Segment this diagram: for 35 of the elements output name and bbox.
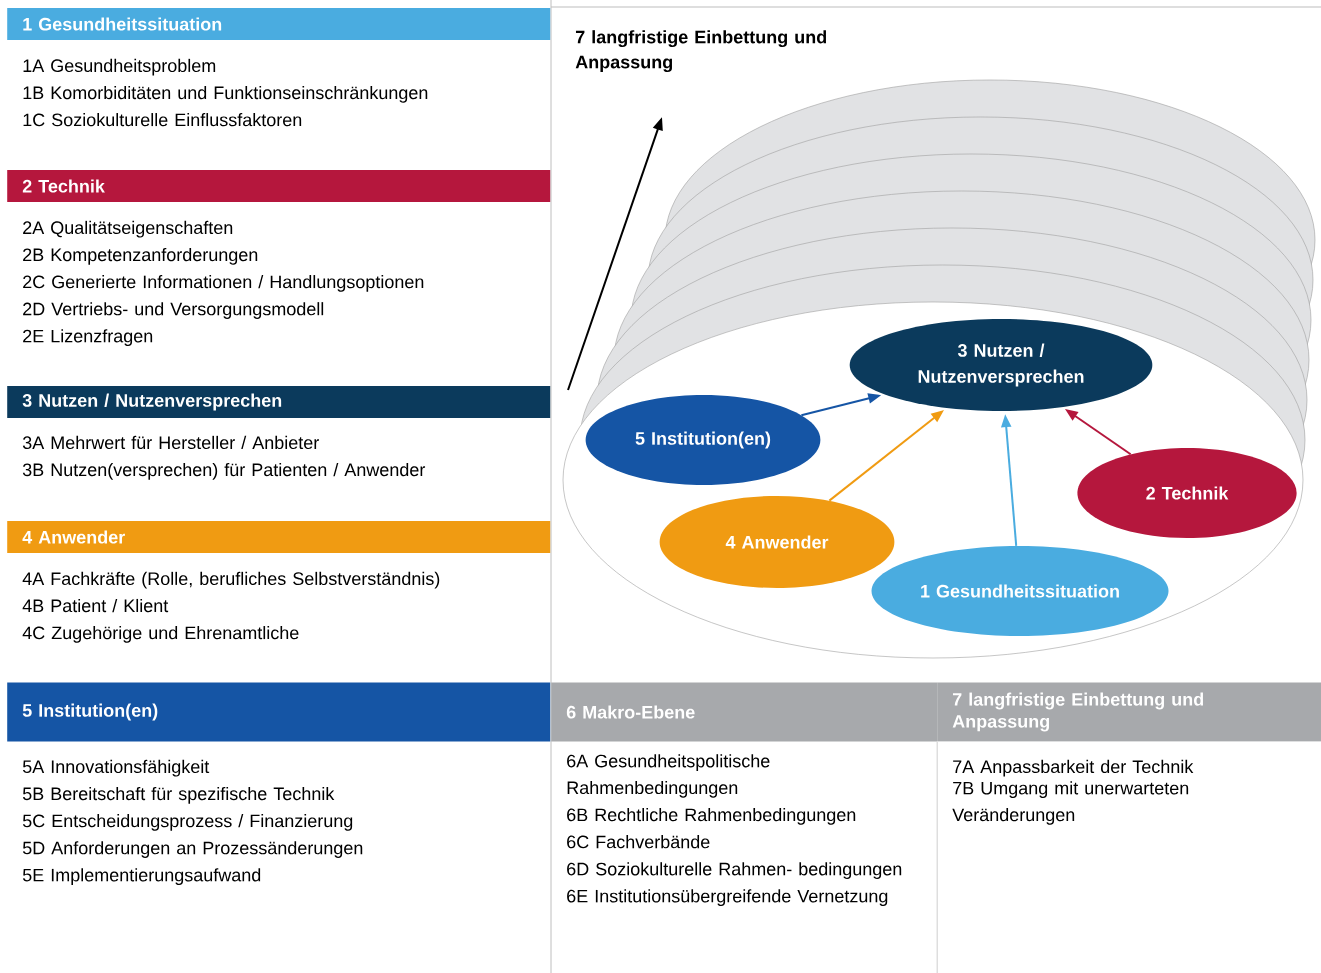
list-item: 6B Rechtliche Rahmenbedingungen [567, 808, 856, 825]
section-header: 3 Nutzen / Nutzenversprechen [7, 386, 551, 418]
list-item: 1B Komorbiditäten und Funktionseinschränkungen [23, 85, 428, 103]
section-header: 7 langfristige Einbettung und Anpassung [937, 682, 1321, 742]
list-item: 5C Entscheidungsprozess / Finanzierung [22, 814, 353, 831]
list-item: 4A Fachkräfte (Rolle, berufliches Selbstverständnis) [22, 571, 440, 589]
section-header: 2 Technik [7, 170, 551, 202]
section-header: 1 Gesundheitssituation [7, 8, 551, 40]
list-item: 7B Umgang mit unerwarteten Veränderungen [952, 781, 1189, 825]
list-item: 6E Institutionsübergreifende Vernetzung [567, 889, 888, 907]
section-header: 5 Institution(en) [7, 682, 551, 742]
list-item: 5D Anforderungen an Prozessänderungen [22, 841, 363, 858]
list-item: 4B Patient / Klient [22, 598, 169, 613]
list-item: 5B Bereitschaft für spezifische Technik [22, 786, 335, 804]
list-item: 5E Implementierungsaufwand [22, 868, 261, 885]
list-item: 2C Generierte Informationen / Handlungsoptionen [23, 275, 424, 292]
list-item: 4C Zugehörige und Ehrenamtliche [22, 626, 299, 643]
section-header: 6 Makro-Ebene [551, 682, 938, 742]
section-header: 4 Anwender [7, 521, 551, 553]
list-item: 3A Mehrwert für Hersteller / Anbieter [22, 435, 319, 450]
list-item: 5A Innovationsfähigkeit [22, 759, 210, 777]
list-item: 2B Kompetenzanforderungen [23, 247, 258, 265]
list-item: 6A Gesundheitspolitische Rahmenbedingungen [567, 754, 770, 798]
list-item: 1C Soziokulturelle Einflussfaktoren [23, 113, 302, 127]
list-item: 2D Vertriebs- und Versorgungsmodell [23, 302, 324, 319]
annotation-text: 7 langfristige Einbettung und Anpassung [575, 30, 827, 73]
list-item: 6C Fachverbände [567, 835, 710, 849]
list-item: 1A Gesundheitsproblem [23, 58, 216, 76]
node-label: 7 langfristige Einbettung und Anpassung [952, 692, 1204, 732]
node-label: 6 Makro-Ebene [566, 705, 695, 719]
list-item: 3B Nutzen(versprechen) für Patienten / Anwender [22, 462, 426, 480]
list-item: 2E Lizenzfragen [23, 329, 153, 346]
list-item: 2A Qualitätseigenschaften [23, 220, 233, 238]
list-item: 7A Anpassbarkeit der Technik [953, 759, 1194, 777]
list-item: 6D Soziokulturelle Rahmen- bedingungen [567, 862, 902, 879]
